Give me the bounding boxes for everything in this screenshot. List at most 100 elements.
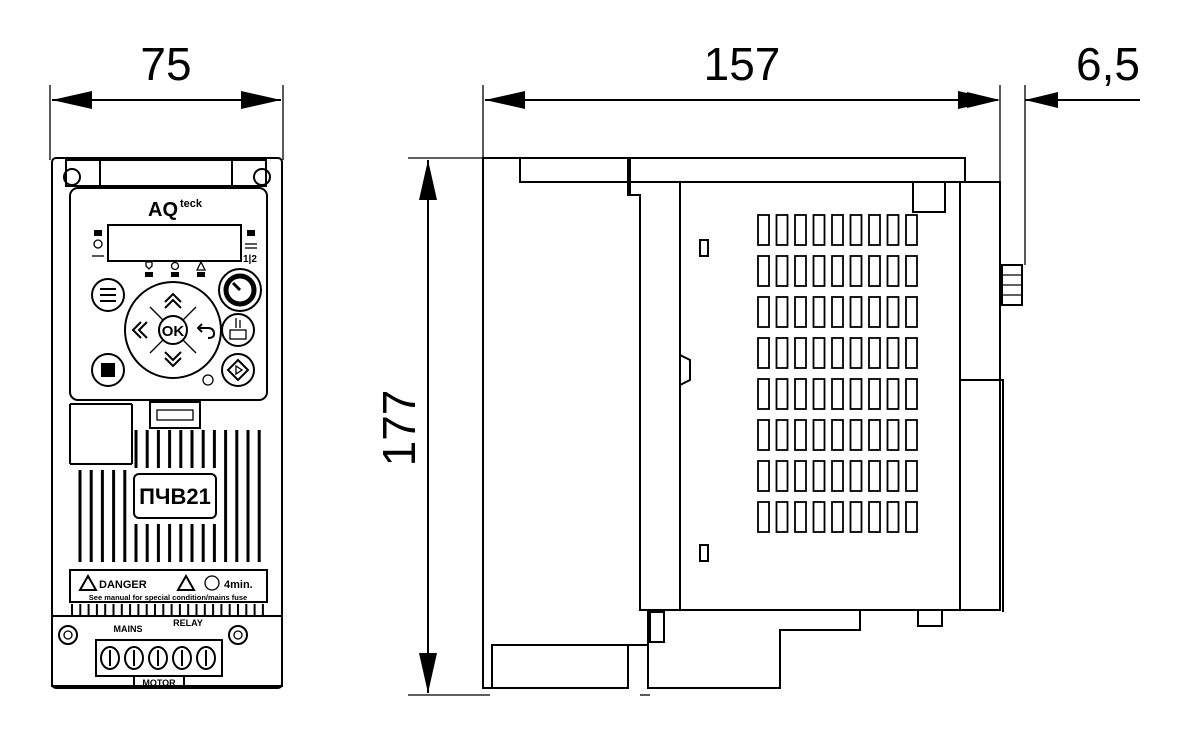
side-vent-slot	[812, 214, 826, 246]
side-vent-slot	[849, 214, 863, 246]
side-vent-slot	[757, 501, 770, 533]
lcd-display	[107, 224, 242, 262]
side-vent-slot	[849, 296, 863, 328]
local-mode-button[interactable]	[221, 313, 255, 347]
side-vent-slot	[757, 214, 770, 246]
side-vent-slot	[849, 460, 863, 492]
mains-label: MAINS	[114, 624, 143, 634]
side-vent-slot	[831, 214, 844, 246]
motor-label: MOTOR	[142, 678, 176, 688]
brand-suffix: teck	[180, 198, 203, 210]
side-vent-slot	[868, 501, 881, 533]
side-vent-slot	[849, 255, 863, 287]
side-vent-slot	[775, 337, 789, 369]
side-vent-slot	[886, 460, 900, 492]
side-vent-slot	[905, 378, 918, 410]
side-vent-slot	[886, 419, 900, 451]
side-vent-slot	[812, 460, 826, 492]
danger-label-plate	[69, 569, 268, 603]
start-button[interactable]	[221, 353, 255, 387]
relay-label: RELAY	[173, 618, 203, 628]
side-vent-slot	[775, 378, 789, 410]
left-arrow-icon[interactable]	[131, 321, 148, 339]
side-vent-slot	[794, 337, 807, 369]
side-vent-slot	[868, 460, 881, 492]
up-arrow-icon[interactable]	[164, 292, 182, 309]
side-indicator-label: 1|2	[243, 254, 257, 265]
side-vent-slot	[905, 460, 918, 492]
side-vent-slot	[886, 501, 900, 533]
side-vent-slot	[905, 255, 918, 287]
side-vent-slot	[905, 419, 918, 451]
side-vent-slot	[757, 378, 770, 410]
side-vent-slot	[775, 255, 789, 287]
down-arrow-icon[interactable]	[164, 351, 182, 368]
side-vent-slot	[812, 501, 826, 533]
ground-screw-left	[58, 625, 78, 645]
power-terminals	[100, 646, 216, 670]
side-vent-slot	[868, 378, 881, 410]
side-vent-slot	[794, 501, 807, 533]
side-vent-slot	[775, 419, 789, 451]
model-plate	[133, 473, 217, 519]
side-vent-slot	[794, 255, 807, 287]
side-vent-slot	[831, 460, 844, 492]
side-vent-slot	[905, 296, 918, 328]
terminal-block-side	[647, 609, 861, 689]
side-vent-slot	[886, 214, 900, 246]
protrusion-dimension-label: 6,5	[1076, 38, 1140, 90]
usb-connector	[149, 401, 201, 429]
danger-label: DANGER	[99, 579, 147, 591]
side-vent-slot	[886, 378, 900, 410]
side-view: 157 6,5 177	[373, 38, 1140, 696]
menu-button[interactable]	[91, 278, 125, 312]
side-vent-slots	[757, 214, 918, 533]
side-vent-slot	[775, 501, 789, 533]
side-vent-slot	[794, 296, 807, 328]
side-vent-slot	[905, 214, 918, 246]
discharge-time-label: 4min.	[224, 579, 253, 591]
side-vent-slot	[775, 296, 789, 328]
side-vent-slot	[868, 419, 881, 451]
side-vent-slot	[868, 255, 881, 287]
side-vent-slot	[831, 501, 844, 533]
depth-dimension-label: 157	[704, 38, 781, 90]
side-vent-slot	[905, 501, 918, 533]
model-label: ПЧВ21	[139, 484, 211, 509]
side-vent-slot	[831, 255, 844, 287]
auto-indicator-icon	[202, 374, 214, 386]
side-vent-slot	[849, 501, 863, 533]
ground-screw-right	[228, 625, 248, 645]
return-icon[interactable]	[196, 323, 216, 339]
side-vent-slot	[849, 419, 863, 451]
brand-logo: AQ	[148, 199, 178, 221]
side-vent-slot	[812, 378, 826, 410]
front-vent-slots	[78, 430, 261, 562]
terminal-comb	[71, 604, 264, 616]
side-vent-slot	[794, 214, 807, 246]
side-vent-slot	[831, 337, 844, 369]
side-vent-slot	[831, 419, 844, 451]
side-vent-slot	[812, 337, 826, 369]
width-dimension-label: 75	[140, 38, 191, 90]
side-vent-slot	[757, 419, 770, 451]
side-vent-slot	[886, 337, 900, 369]
ok-button[interactable]	[158, 315, 188, 345]
side-vent-slot	[905, 337, 918, 369]
side-vent-slot	[868, 337, 881, 369]
side-vent-slot	[831, 378, 844, 410]
side-vent-slot	[757, 460, 770, 492]
side-vent-slot	[868, 296, 881, 328]
side-vent-slot	[886, 255, 900, 287]
side-vent-slot	[831, 296, 844, 328]
side-vent-slot	[812, 296, 826, 328]
speed-knob[interactable]	[218, 268, 262, 312]
side-vent-slot	[757, 296, 770, 328]
side-vent-slot	[794, 460, 807, 492]
side-vent-slot	[794, 378, 807, 410]
side-vent-slot	[757, 255, 770, 287]
warning-text: See manual for special condition/mains f…	[89, 593, 247, 602]
front-cover-side	[482, 157, 649, 689]
stop-button[interactable]	[91, 353, 125, 387]
